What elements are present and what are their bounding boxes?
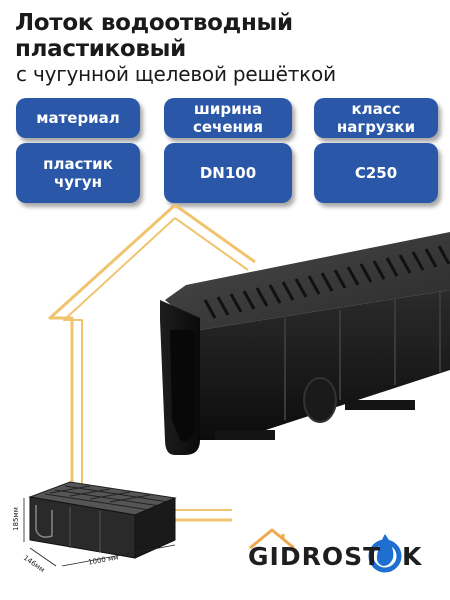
title-line-2: пластиковый xyxy=(15,36,186,62)
brand-logo-tail: K xyxy=(402,542,422,571)
width-label: ширина сечения xyxy=(192,100,264,136)
channel-schematic-icon xyxy=(23,481,177,567)
logo-drop-icon xyxy=(368,534,402,573)
material-value: пластик чугун xyxy=(43,155,113,191)
product-title: Лоток водоотводный пластиковый xyxy=(15,10,293,62)
width-value-badge: DN100 xyxy=(164,143,292,203)
class-value-badge: C250 xyxy=(314,143,438,203)
class-value: C250 xyxy=(354,164,398,182)
brand-logo: GIDROST xyxy=(248,542,381,571)
logo-text-left: GIDROST xyxy=(248,542,382,571)
material-label-badge: материал xyxy=(16,98,140,138)
width-value: DN100 xyxy=(199,164,257,182)
material-value-badge: пластик чугун xyxy=(16,143,140,203)
logo-text-right: K xyxy=(402,542,423,571)
dimension-height: 185мм xyxy=(11,507,20,531)
drain-channel-image xyxy=(160,232,450,455)
logo-house-icon xyxy=(249,528,295,550)
product-subtitle: с чугунной щелевой решёткой xyxy=(16,62,336,86)
width-label-badge: ширина сечения xyxy=(164,98,292,138)
material-label: материал xyxy=(36,109,120,127)
title-line-1: Лоток водоотводный xyxy=(15,10,293,36)
grate-slots xyxy=(203,245,450,319)
class-label-badge: класс нагрузки xyxy=(314,98,438,138)
class-label: класс нагрузки xyxy=(336,100,416,136)
